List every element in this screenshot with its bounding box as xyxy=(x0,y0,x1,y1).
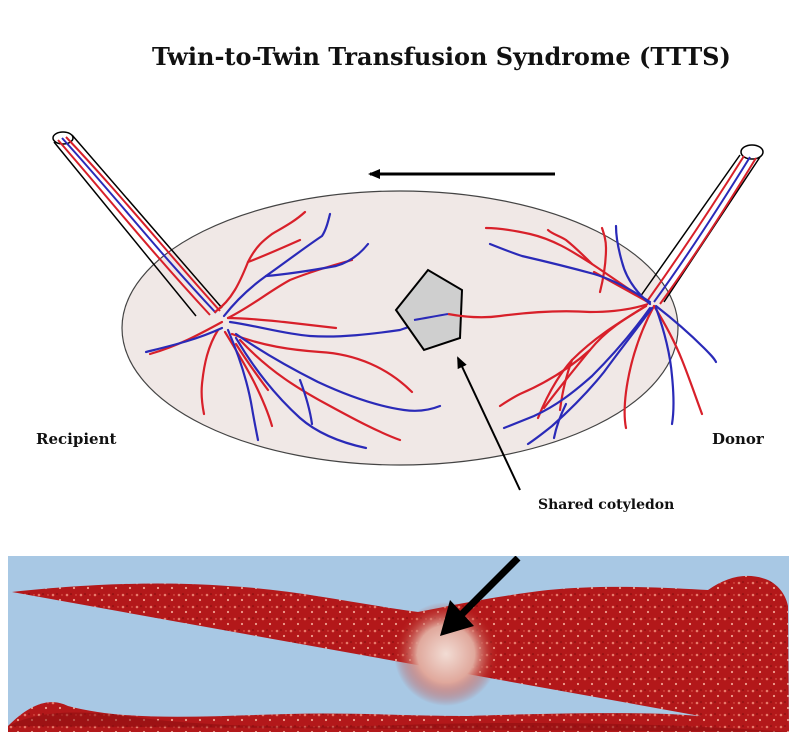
placenta-photograph xyxy=(8,556,789,732)
placenta-diagram xyxy=(0,0,797,556)
placenta-disc xyxy=(122,191,678,465)
recipient-label: Recipient xyxy=(36,430,116,448)
donor-label: Donor xyxy=(712,430,764,448)
shared-cotyledon-label: Shared cotyledon xyxy=(538,497,674,513)
